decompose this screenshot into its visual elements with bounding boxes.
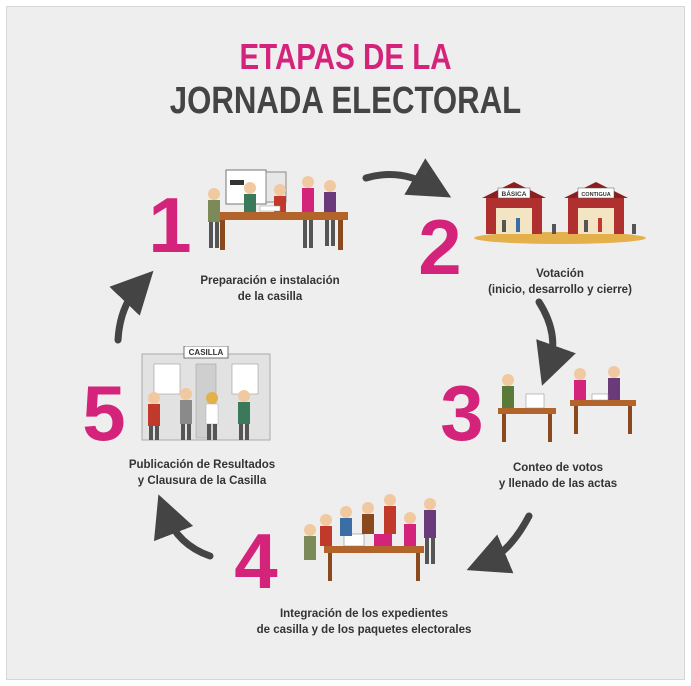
stage-2-number: 2 (418, 203, 462, 291)
stage-5-illustration: CASILLA (141, 346, 271, 441)
stage-1-label-line2: de la casilla (237, 291, 303, 303)
curved-arrow-icon (466, 512, 533, 574)
curved-arrow-icon (362, 158, 452, 198)
stage-1-number: 1 (148, 181, 192, 269)
stage-2-label-line2: (inicio, desarrollo y cierre) (488, 284, 632, 296)
stage-4-label-line2: de casilla y de los paquetes electorales (256, 624, 472, 636)
stage-2-illustration: BÁSICA CONTIGUA (474, 182, 646, 244)
sign-basica: BÁSICA (502, 189, 527, 198)
curved-arrow-icon (154, 494, 214, 560)
stage-3-number: 3 (440, 369, 484, 457)
stage-4-label: Integración de los expedientes de casill… (234, 606, 494, 638)
curved-arrow-icon (535, 298, 576, 386)
stage-3-label-line2: y llenado de las actas (498, 478, 618, 490)
stage-3-label-line1: Conteo de votos (512, 462, 604, 474)
stage-5-label-line1: Publicación de Resultados (128, 459, 276, 471)
stage-5-label-line2: y Clausura de la Casilla (137, 475, 267, 487)
title-line-2: JORNADA ELECTORAL (169, 80, 522, 122)
stage-2-label-line1: Votación (536, 268, 584, 280)
title-line-1: ETAPAS DE LA (239, 36, 452, 77)
stage-1-illustration (208, 169, 348, 250)
stage-3-label: Conteo de votos y llenado de las actas (458, 460, 658, 492)
curved-arrow-icon (109, 270, 154, 344)
sign-contigua: CONTIGUA (581, 192, 610, 198)
stage-5-label: Publicación de Resultados y Clausura de … (102, 457, 302, 489)
stage-4-illustration (304, 494, 436, 581)
stage-4-number: 4 (234, 517, 278, 605)
stage-3-illustration (498, 366, 636, 442)
stage-5-number: 5 (82, 369, 126, 457)
stage-4-label-line1: Integración de los expedientes (279, 608, 449, 620)
sign-casilla: CASILLA (189, 348, 224, 357)
stage-1-label-line1: Preparación e instalación (200, 275, 340, 287)
stage-2-label: Votación (inicio, desarrollo y cierre) (460, 266, 660, 298)
stage-1-label: Preparación e instalación de la casilla (170, 273, 370, 305)
